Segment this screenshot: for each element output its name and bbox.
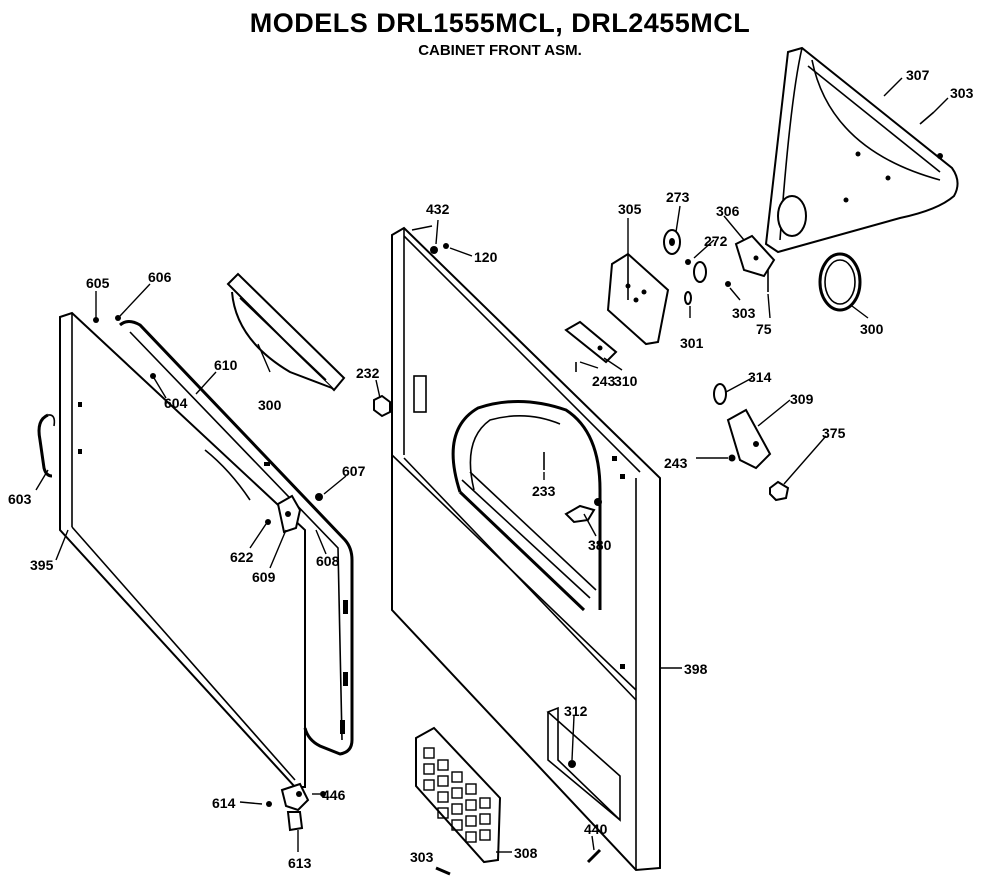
label-606: 606 bbox=[148, 269, 172, 285]
screw-243-right bbox=[728, 454, 736, 462]
label-310: 310 bbox=[614, 373, 638, 389]
plate-310 bbox=[564, 320, 618, 364]
label-309: 309 bbox=[790, 391, 814, 407]
nut-232 bbox=[373, 394, 391, 418]
door-outer-panel bbox=[59, 311, 306, 788]
leader-lines bbox=[35, 77, 949, 853]
label-120: 120 bbox=[474, 249, 498, 265]
label-308: 308 bbox=[514, 845, 538, 861]
bearing-273 bbox=[663, 229, 731, 305]
label-446: 446 bbox=[322, 787, 346, 803]
label-303-top: 303 bbox=[950, 85, 974, 101]
label-301: 301 bbox=[680, 335, 704, 351]
bracket-305 bbox=[606, 252, 670, 346]
label-610: 610 bbox=[214, 357, 238, 373]
label-243-a: 243 bbox=[592, 373, 616, 389]
label-613: 613 bbox=[288, 855, 312, 871]
label-233: 233 bbox=[532, 483, 556, 499]
label-314: 314 bbox=[748, 369, 772, 385]
duct-307 bbox=[764, 46, 959, 254]
label-303-bottom: 303 bbox=[410, 849, 434, 865]
label-303-mid: 303 bbox=[732, 305, 756, 321]
label-603: 603 bbox=[8, 491, 32, 507]
label-300-left: 300 bbox=[258, 397, 282, 413]
nut-375 bbox=[769, 480, 790, 502]
label-312: 312 bbox=[564, 703, 588, 719]
label-300-ring: 300 bbox=[860, 321, 884, 337]
switch-306 bbox=[734, 234, 776, 292]
label-622: 622 bbox=[230, 549, 254, 565]
door-inner-liner bbox=[119, 320, 354, 756]
label-272: 272 bbox=[704, 233, 728, 249]
diagram-subtitle: CABINET FRONT ASM. bbox=[418, 42, 582, 59]
door-small-screws bbox=[93, 315, 326, 807]
label-609: 609 bbox=[252, 569, 276, 585]
door-latch-bottom bbox=[280, 782, 310, 832]
label-375: 375 bbox=[822, 425, 846, 441]
label-605: 605 bbox=[86, 275, 110, 291]
screw-303-bottom bbox=[435, 866, 451, 876]
label-607: 607 bbox=[342, 463, 366, 479]
label-614: 614 bbox=[212, 795, 236, 811]
label-232: 232 bbox=[356, 365, 380, 381]
label-395: 395 bbox=[30, 557, 54, 573]
screw-440 bbox=[586, 848, 602, 864]
label-75: 75 bbox=[756, 321, 772, 337]
label-305: 305 bbox=[618, 201, 642, 217]
door-bezel-part bbox=[226, 272, 346, 392]
label-398: 398 bbox=[684, 661, 708, 677]
label-273: 273 bbox=[666, 189, 690, 205]
label-380: 380 bbox=[588, 537, 612, 553]
label-604: 604 bbox=[164, 395, 188, 411]
diagram-title: MODELS DRL1555MCL, DRL2455MCL bbox=[249, 8, 751, 38]
door-handle[interactable] bbox=[37, 413, 56, 478]
ring-seal-300 bbox=[818, 252, 862, 312]
label-608: 608 bbox=[316, 553, 340, 569]
label-306-top: 306 bbox=[716, 203, 740, 219]
knob-314 bbox=[713, 383, 727, 405]
front-panel bbox=[391, 225, 661, 872]
label-440: 440 bbox=[584, 821, 608, 837]
vent-grille bbox=[415, 726, 502, 864]
label-243-b: 243 bbox=[664, 455, 688, 471]
label-307: 307 bbox=[906, 67, 930, 83]
callout-labels: 307 303 305 273 306 272 432 120 301 303 … bbox=[8, 67, 974, 871]
door-hinge-bracket bbox=[276, 494, 302, 534]
switch-309 bbox=[726, 408, 772, 470]
label-432: 432 bbox=[426, 201, 450, 217]
